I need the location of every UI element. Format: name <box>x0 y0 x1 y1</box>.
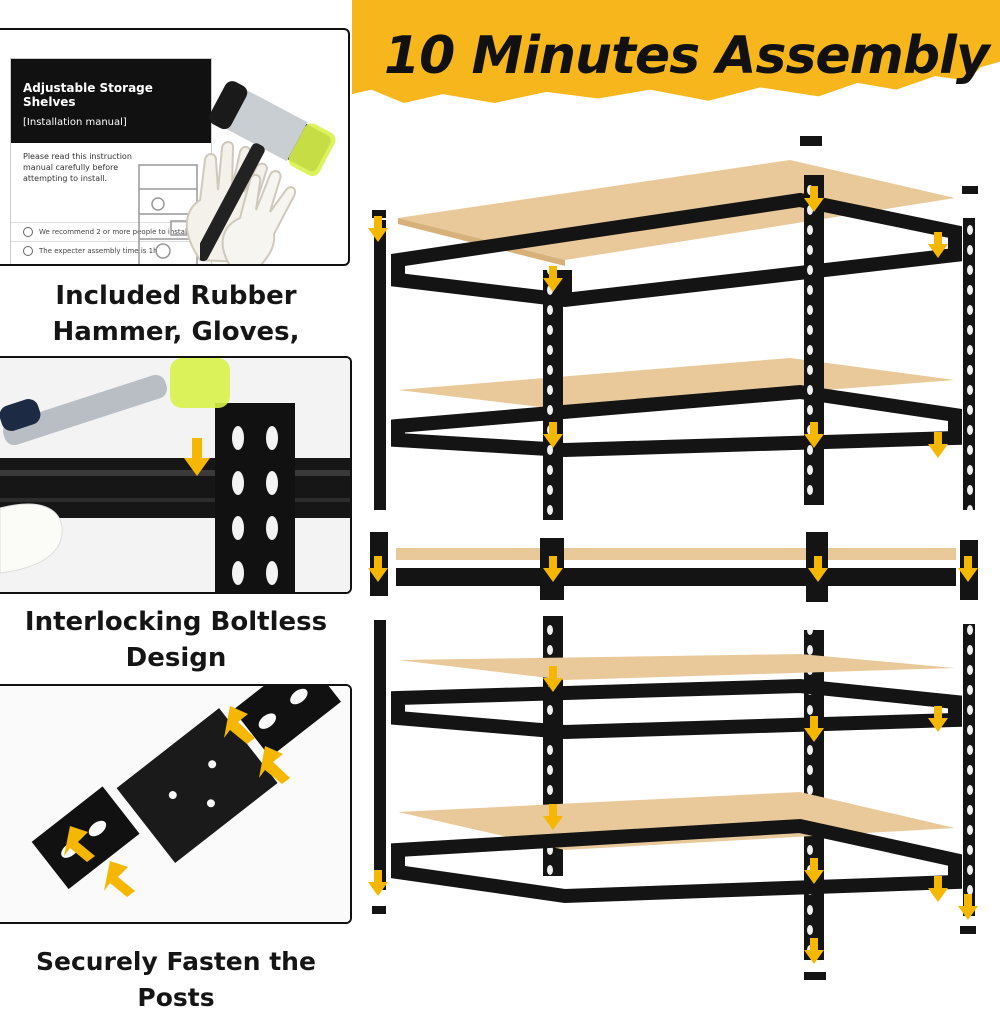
manual-body-text: Please read this instruction manual care… <box>23 152 132 183</box>
hammer-icon <box>200 81 336 262</box>
manual-row-time-text: The expecter assembly time is 1h <box>39 247 158 255</box>
manual-row-people: We recommend 2 or more people to install <box>11 222 211 241</box>
boltless-caption: Interlocking Boltless Design <box>0 604 352 676</box>
banner-title: 10 Minutes Assembly <box>384 26 990 86</box>
posts-panel <box>0 684 352 924</box>
boltless-beam-illustration <box>0 358 350 592</box>
manual-title: Adjustable Storage Shelves <box>23 81 153 109</box>
accessories-caption-line1: Included Rubber <box>55 281 297 311</box>
posts-caption: Securely Fasten the Posts <box>0 944 352 1016</box>
arrow-down-icon <box>64 706 290 897</box>
arrow-down-icon <box>184 438 210 476</box>
title-banner <box>352 0 1000 104</box>
shelf-assembly-diagram <box>368 136 978 980</box>
accessories-panel: Adjustable Storage Shelves [Installation… <box>0 28 350 266</box>
manual-row-people-text: We recommend 2 or more people to install <box>39 228 189 236</box>
post-connector-illustration <box>0 686 350 922</box>
installation-manual: Adjustable Storage Shelves [Installation… <box>10 58 212 264</box>
manual-row-time: The expecter assembly time is 1h <box>11 241 211 260</box>
boltless-panel <box>0 356 352 594</box>
posts-caption-line1: Securely Fasten the Posts <box>36 947 316 1012</box>
accessories-caption: Included Rubber Hammer, Gloves, Manual <box>0 278 352 386</box>
shelf-diagram-icon <box>138 164 198 264</box>
manual-header: Adjustable Storage Shelves [Installation… <box>11 59 211 143</box>
manual-subtitle: [Installation manual] <box>23 117 127 128</box>
boltless-caption-line2: Design <box>125 643 227 673</box>
boltless-caption-line1: Interlocking Boltless <box>24 607 328 637</box>
